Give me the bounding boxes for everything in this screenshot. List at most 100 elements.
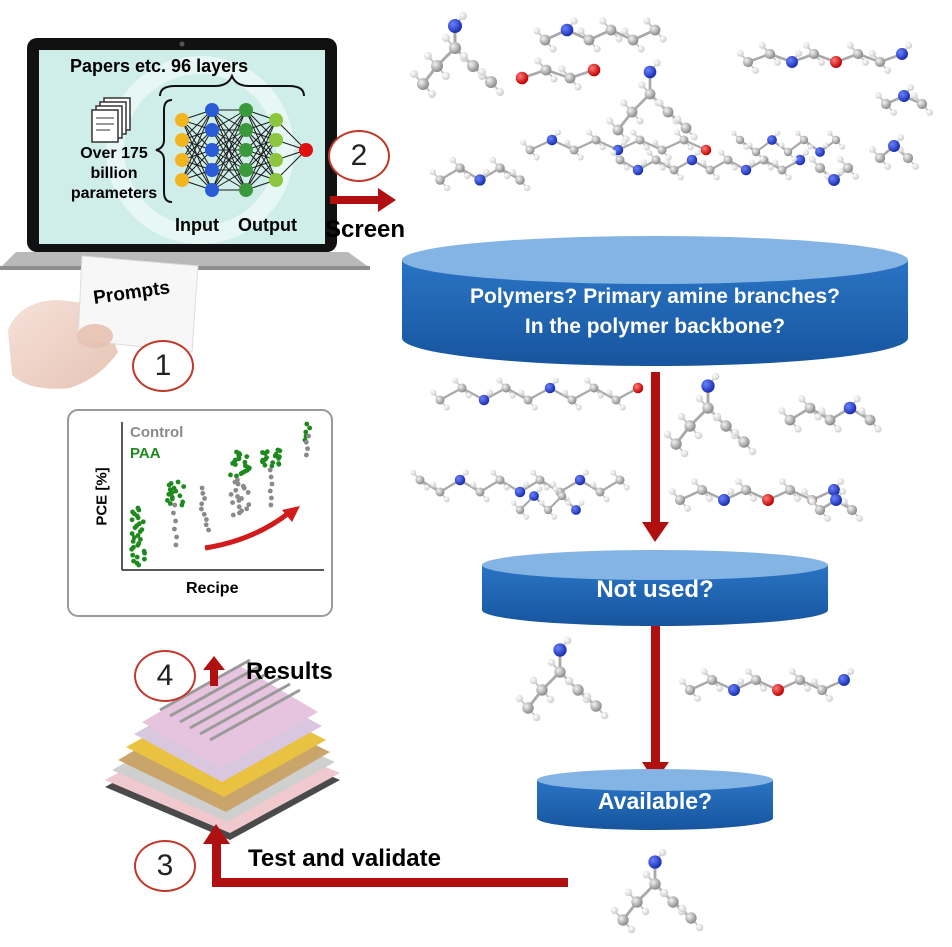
data-point (130, 539, 136, 544)
data-point (267, 467, 273, 473)
nn-node (175, 113, 189, 127)
data-point (166, 491, 172, 497)
filter-polymers-line-2: In the polymer backbone? (524, 315, 786, 338)
parameters-label: Over 175 billion parameters (64, 144, 164, 204)
filter-polymers-line-1: Polymers? Primary amine branches? (470, 285, 840, 308)
data-point (179, 502, 185, 508)
data-point (272, 453, 278, 459)
data-point (130, 552, 136, 558)
data-point (304, 452, 309, 458)
x-axis-label: Recipe (186, 580, 239, 597)
data-point (237, 510, 242, 516)
data-point (305, 446, 310, 452)
data-point (246, 502, 252, 508)
data-point (230, 512, 236, 518)
data-point (200, 490, 206, 496)
molecule-polymer-3 (730, 130, 846, 162)
filter-not-used-label: Not used? (596, 576, 714, 603)
data-point (177, 493, 183, 499)
molecule-branched-amine (410, 12, 504, 98)
nn-node (175, 173, 189, 187)
pce-chart-panel (67, 409, 333, 617)
nn-node (239, 103, 253, 117)
data-point (260, 459, 265, 465)
data-point (175, 479, 181, 485)
data-point (131, 535, 137, 540)
data-point (135, 542, 141, 548)
molecule-diol (515, 57, 601, 91)
nn-node (299, 143, 313, 157)
filter-polymers-disk (402, 236, 908, 366)
nn-node (175, 153, 189, 167)
data-point (233, 487, 239, 493)
filter-not-used-disk (482, 550, 828, 626)
data-point (303, 439, 309, 445)
data-point (245, 490, 251, 495)
molecule-polymer-4 (430, 377, 644, 411)
step-1-badge: 1 (132, 340, 194, 392)
filter-available-disk (537, 769, 773, 830)
trend-arrow (204, 510, 292, 551)
flow-arrow-1 (651, 372, 660, 524)
parameters-line-2: billion (90, 165, 138, 182)
data-point (202, 496, 208, 501)
data-point (171, 510, 176, 516)
trend-arrow-head (282, 506, 300, 522)
molecule-ether-amine (736, 42, 913, 74)
data-point (204, 517, 209, 522)
legend-paa: PAA (130, 445, 161, 462)
data-point (206, 527, 212, 533)
molecule-polymer-2 (610, 149, 809, 181)
results-arrow (210, 668, 218, 686)
solar-cell-stack-icon (105, 658, 340, 840)
data-point (181, 484, 187, 489)
data-point (129, 546, 135, 552)
data-point (276, 456, 281, 461)
data-point (129, 517, 135, 523)
data-point (132, 525, 138, 531)
layers-brace (159, 73, 305, 97)
data-point (269, 463, 275, 469)
molecule-branched-amine-5 (610, 848, 704, 934)
nn-node (205, 123, 219, 137)
data-point (173, 518, 179, 524)
screen-label: Screen (325, 216, 406, 243)
molecule-branched-amine-4 (515, 636, 609, 722)
data-point (142, 556, 147, 562)
validate-arrow (212, 878, 568, 887)
data-point (199, 506, 204, 512)
molecule-small-amine-3 (868, 134, 920, 170)
data-point (235, 494, 240, 499)
nn-node (239, 163, 253, 177)
parameters-brace (155, 99, 173, 203)
data-point (135, 533, 141, 538)
filter-polymers-label: Polymers? Primary amine branches? In the… (402, 282, 908, 342)
nn-node (269, 173, 283, 187)
data-point (269, 495, 274, 501)
molecule-polymer-5 (410, 469, 630, 503)
nn-node (239, 143, 253, 157)
data-point (137, 529, 143, 534)
results-label: Results (246, 658, 333, 685)
data-point (172, 502, 178, 508)
nn-node (239, 183, 253, 197)
molecule-amine-4 (778, 395, 882, 433)
layers-label: Papers etc. 96 layers (70, 56, 249, 76)
data-point (228, 472, 233, 478)
y-axis-label: PCE [%] (93, 467, 111, 526)
molecule-ethylamine (429, 156, 531, 192)
data-point (262, 462, 268, 468)
data-point (173, 542, 179, 548)
nn-node (269, 113, 283, 127)
molecule-polymer-1 (520, 129, 712, 161)
flow-arrow-2 (651, 626, 660, 764)
document-stack-icon (91, 97, 131, 143)
molecule-structures (410, 12, 934, 934)
data-point (165, 498, 170, 503)
data-point (166, 482, 172, 488)
molecule-polymer-6 (510, 486, 585, 520)
data-point (230, 500, 236, 505)
nn-node (205, 143, 219, 157)
molecule-small-amine-4 (808, 488, 864, 522)
